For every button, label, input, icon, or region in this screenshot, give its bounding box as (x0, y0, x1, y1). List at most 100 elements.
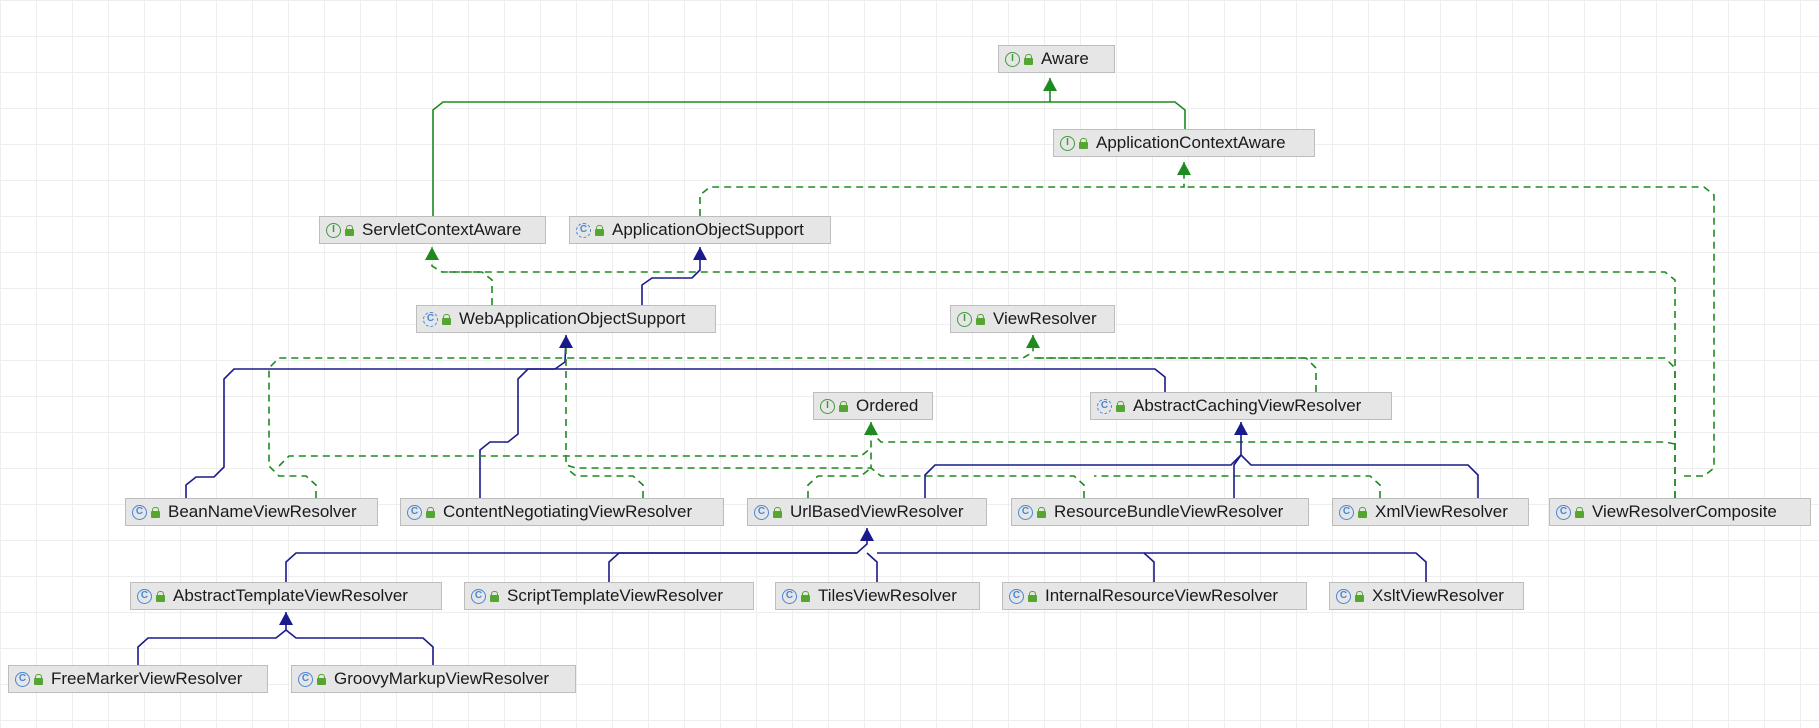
node-label: ViewResolverComposite (1592, 502, 1777, 521)
class-icon: C (298, 671, 313, 687)
class-icon: C (137, 588, 152, 604)
arrowhead-4 (559, 335, 573, 348)
node-abstract-template-view-resolver[interactable]: C AbstractTemplateViewResolver (130, 582, 442, 610)
edge-19 (870, 431, 1676, 445)
node-servlet-context-aware[interactable]: I ServletContextAware (319, 216, 546, 244)
edge-9 (566, 368, 1166, 392)
edge-1 (1050, 101, 1186, 129)
abstract-class-icon: C (423, 311, 438, 327)
interface-icon: I (1005, 51, 1020, 67)
public-lock-icon (426, 506, 435, 518)
node-label: Ordered (856, 396, 919, 415)
edge-27 (1144, 552, 1427, 582)
arrowhead-3 (693, 247, 707, 260)
edge-3 (1184, 186, 1715, 477)
public-lock-icon (839, 400, 848, 412)
node-url-based-view-resolver[interactable]: C UrlBasedViewResolver (747, 498, 987, 526)
edge-24 (608, 552, 857, 582)
arrowhead-0 (1043, 78, 1057, 91)
class-icon: C (1556, 504, 1571, 520)
public-lock-icon (1355, 590, 1364, 602)
edge-6 (641, 247, 701, 305)
node-label: WebApplicationObjectSupport (459, 309, 686, 328)
edge-20 (924, 422, 1242, 498)
class-icon: C (1018, 504, 1033, 520)
node-abstract-caching-view-resolver[interactable]: C AbstractCachingViewResolver (1090, 392, 1392, 420)
public-lock-icon (1116, 400, 1125, 412)
node-ordered[interactable]: I Ordered (813, 392, 933, 420)
abstract-class-icon: C (1097, 398, 1112, 414)
node-label: UrlBasedViewResolver (790, 502, 964, 521)
interface-icon: I (957, 311, 972, 327)
node-view-resolver-composite[interactable]: C ViewResolverComposite (1549, 498, 1811, 526)
public-lock-icon (1037, 506, 1046, 518)
node-label: Aware (1041, 49, 1089, 68)
edge-23 (285, 528, 868, 582)
node-label: GroovyMarkupViewResolver (334, 669, 550, 688)
interface-icon: I (1060, 135, 1075, 151)
edge-26 (877, 552, 1155, 582)
public-lock-icon (1358, 506, 1367, 518)
node-xslt-view-resolver[interactable]: C XsltViewResolver (1329, 582, 1524, 610)
arrowhead-5 (1026, 335, 1040, 348)
abstract-class-icon: C (576, 222, 591, 238)
interface-icon: I (820, 398, 835, 414)
public-lock-icon (595, 224, 604, 236)
public-lock-icon (1575, 506, 1584, 518)
class-icon: C (471, 588, 486, 604)
node-label: XsltViewResolver (1372, 586, 1504, 605)
public-lock-icon (773, 506, 782, 518)
edge-13 (565, 335, 872, 469)
node-label: ApplicationContextAware (1096, 133, 1286, 152)
class-icon: C (1339, 504, 1354, 520)
public-lock-icon (345, 224, 354, 236)
interface-icon: I (326, 222, 341, 238)
node-label: ApplicationObjectSupport (612, 220, 804, 239)
public-lock-icon (442, 313, 451, 325)
node-application-object-support[interactable]: C ApplicationObjectSupport (569, 216, 831, 244)
edge-25 (866, 552, 878, 582)
edge-18 (1094, 475, 1381, 498)
class-icon: C (754, 504, 769, 520)
public-lock-icon (976, 313, 985, 325)
node-label: AbstractTemplateViewResolver (173, 586, 408, 605)
edge-7 (185, 334, 567, 498)
public-lock-icon (34, 673, 43, 685)
node-application-context-aware[interactable]: I ApplicationContextAware (1053, 129, 1315, 157)
edge-2 (699, 162, 1185, 216)
node-resource-bundle-view-resolver[interactable]: C ResourceBundleViewResolver (1011, 498, 1309, 526)
node-web-application-object-support[interactable]: C WebApplicationObjectSupport (416, 305, 716, 333)
node-label: ContentNegotiatingViewResolver (443, 502, 693, 521)
arrowhead-6 (864, 422, 878, 435)
node-label: ServletContextAware (362, 220, 522, 239)
class-icon: C (1336, 588, 1351, 604)
node-aware[interactable]: I Aware (998, 45, 1115, 73)
edge-16 (807, 467, 872, 498)
node-label: AbstractCachingViewResolver (1133, 396, 1362, 415)
arrowhead-8 (860, 528, 874, 541)
edge-12 (1033, 357, 1676, 498)
public-lock-icon (156, 590, 165, 602)
edge-29 (285, 629, 434, 665)
edge-21 (1233, 454, 1242, 498)
node-label: ResourceBundleViewResolver (1054, 502, 1284, 521)
node-label: FreeMarkerViewResolver (51, 669, 243, 688)
edge-14 (278, 447, 872, 467)
public-lock-icon (1028, 590, 1037, 602)
arrowhead-2 (425, 247, 439, 260)
node-groovy-markup-view-resolver[interactable]: C GroovyMarkupViewResolver (291, 665, 576, 693)
edge-4 (431, 247, 493, 305)
arrowhead-7 (1234, 422, 1248, 435)
edge-8 (479, 368, 566, 498)
public-lock-icon (151, 506, 160, 518)
public-lock-icon (317, 673, 326, 685)
edge-17 (870, 467, 1085, 498)
